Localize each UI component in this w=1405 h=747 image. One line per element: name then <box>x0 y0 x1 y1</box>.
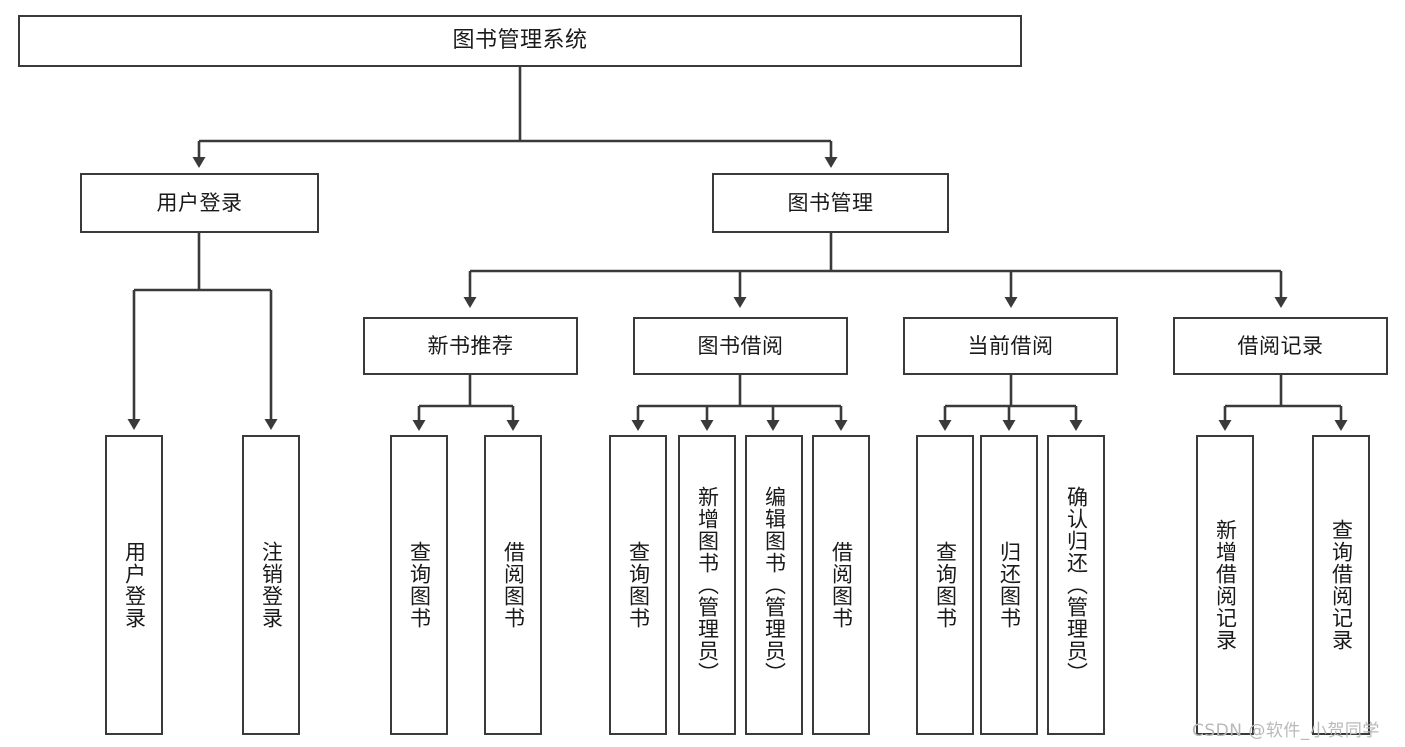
leaf-user-logout[interactable]: 注销登录 <box>242 435 300 735</box>
node-book-borrow-label: 图书借阅 <box>697 333 784 358</box>
leaf-edit-book-label: 编辑图书（管理员） <box>762 486 787 684</box>
leaf-confirm-return[interactable]: 确认归还（管理员） <box>1047 435 1105 735</box>
leaf-query-book-1[interactable]: 查询图书 <box>390 435 448 735</box>
node-current-borrow[interactable]: 当前借阅 <box>903 317 1118 375</box>
leaf-return-book[interactable]: 归还图书 <box>980 435 1038 735</box>
leaf-add-book[interactable]: 新增图书（管理员） <box>678 435 736 735</box>
leaf-query-book-1-label: 查询图书 <box>407 541 432 629</box>
leaf-borrow-book-1[interactable]: 借阅图书 <box>484 435 542 735</box>
leaf-user-login[interactable]: 用户登录 <box>105 435 163 735</box>
node-borrow-record[interactable]: 借阅记录 <box>1173 317 1388 375</box>
node-current-borrow-label: 当前借阅 <box>967 333 1054 358</box>
leaf-add-book-label: 新增图书（管理员） <box>695 486 720 684</box>
leaf-add-record-label: 新增借阅记录 <box>1213 519 1238 651</box>
leaf-user-login-label: 用户登录 <box>122 541 147 629</box>
leaf-return-book-label: 归还图书 <box>997 541 1022 629</box>
leaf-query-book-2[interactable]: 查询图书 <box>609 435 667 735</box>
leaf-edit-book[interactable]: 编辑图书（管理员） <box>745 435 803 735</box>
leaf-query-record[interactable]: 查询借阅记录 <box>1312 435 1370 735</box>
node-root[interactable]: 图书管理系统 <box>18 15 1022 67</box>
leaf-borrow-book-1-label: 借阅图书 <box>501 541 526 629</box>
node-book-management[interactable]: 图书管理 <box>712 173 949 233</box>
node-new-book-recommend[interactable]: 新书推荐 <box>363 317 578 375</box>
leaf-query-book-3[interactable]: 查询图书 <box>916 435 974 735</box>
node-user-login[interactable]: 用户登录 <box>80 173 319 233</box>
leaf-query-book-3-label: 查询图书 <box>933 541 958 629</box>
node-root-label: 图书管理系统 <box>452 28 588 54</box>
node-user-login-label: 用户登录 <box>156 190 243 215</box>
leaf-borrow-book-2[interactable]: 借阅图书 <box>812 435 870 735</box>
leaf-query-book-2-label: 查询图书 <box>626 541 651 629</box>
leaf-user-logout-label: 注销登录 <box>259 541 284 629</box>
leaf-query-record-label: 查询借阅记录 <box>1329 519 1354 651</box>
node-book-borrow[interactable]: 图书借阅 <box>633 317 848 375</box>
leaf-confirm-return-label: 确认归还（管理员） <box>1064 486 1089 684</box>
leaf-add-record[interactable]: 新增借阅记录 <box>1196 435 1254 735</box>
watermark-text: CSDN @软件_小贺同学 <box>1192 721 1380 741</box>
node-borrow-record-label: 借阅记录 <box>1237 333 1324 358</box>
node-new-book-recommend-label: 新书推荐 <box>427 333 514 358</box>
leaf-borrow-book-2-label: 借阅图书 <box>829 541 854 629</box>
node-book-management-label: 图书管理 <box>787 190 874 215</box>
